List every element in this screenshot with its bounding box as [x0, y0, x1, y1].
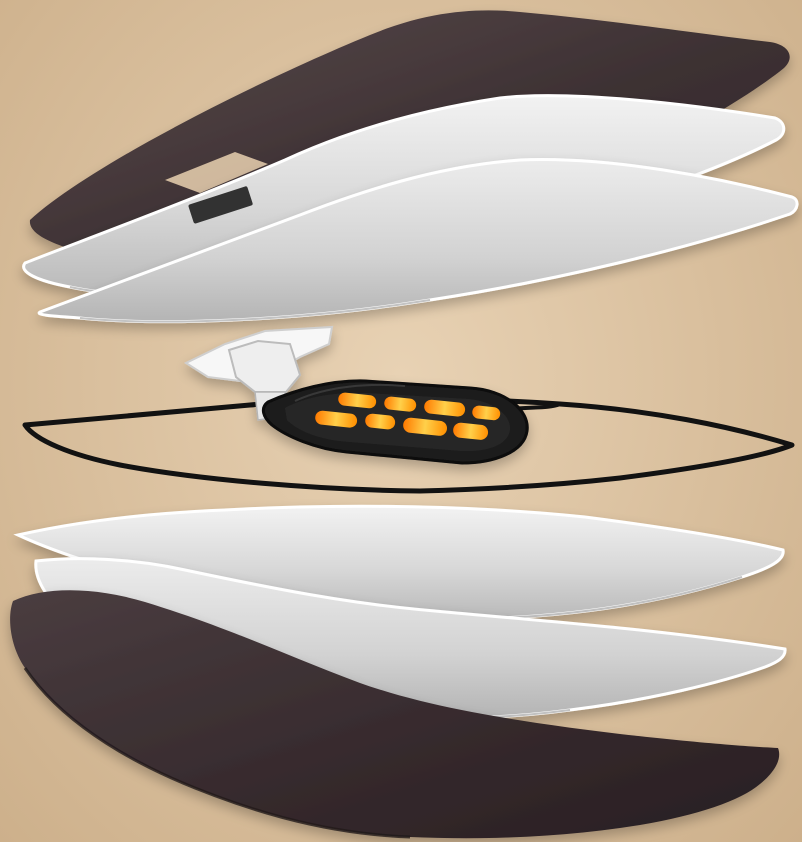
heating-module [186, 327, 527, 463]
